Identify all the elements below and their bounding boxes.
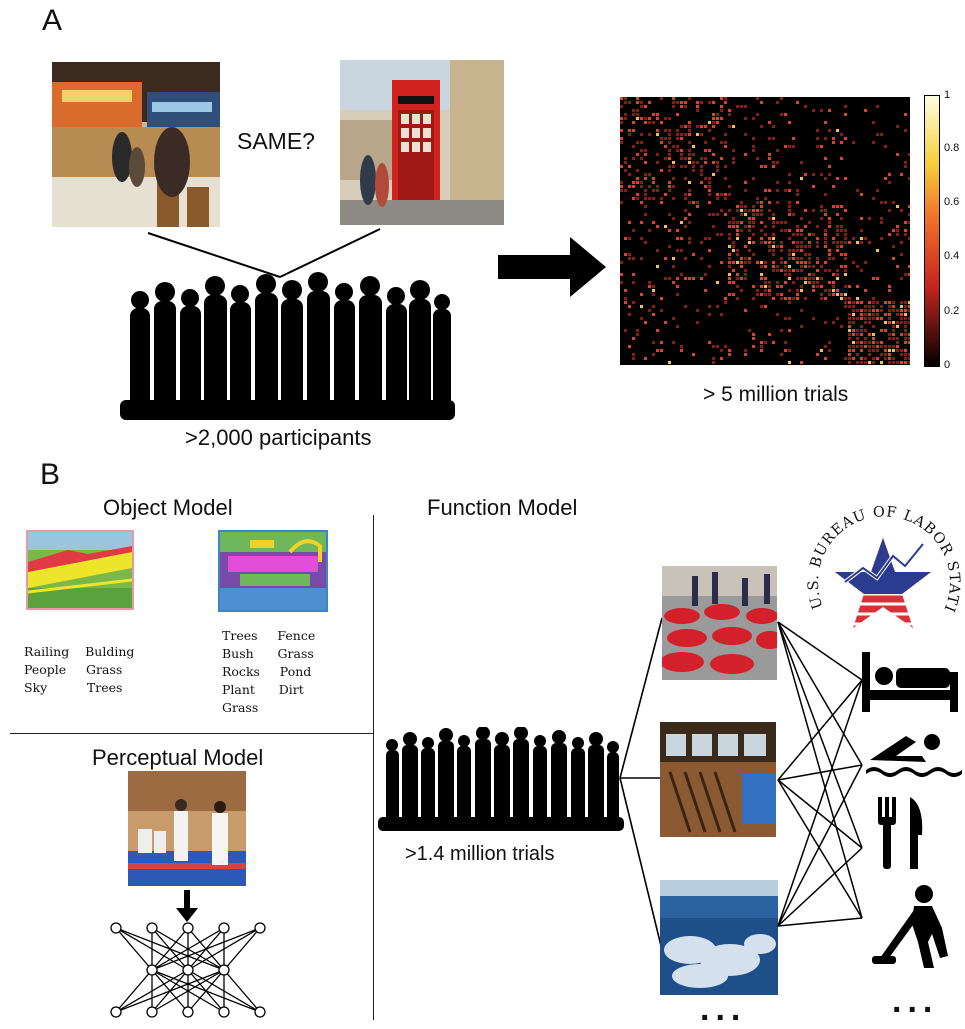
karate-photo [128, 771, 246, 886]
network-node [218, 922, 230, 934]
network-node [146, 922, 158, 934]
network-node [218, 1006, 230, 1018]
network-node [182, 922, 194, 934]
function-trials-label: >1.4 million trials [405, 843, 555, 865]
ocean-photo [660, 880, 778, 995]
connector-lines-a [147, 228, 381, 278]
network-node [110, 922, 122, 934]
colorbar-tick: 1 [944, 89, 951, 101]
perceptual-model-title: Perceptual Model [92, 745, 264, 770]
vertical-divider [373, 515, 374, 1020]
object-words-left: Railing Bulding People Grass Sky Trees [24, 644, 135, 695]
phone-box-photo [340, 60, 504, 225]
food-court-photo [52, 62, 220, 227]
network-node [254, 922, 266, 934]
swimmer-icon [866, 730, 962, 780]
icons-ellipsis: ... [892, 982, 939, 1020]
colorbar-tick: 0.6 [944, 196, 960, 208]
function-model-title: Function Model [427, 495, 578, 520]
object-model-title: Object Model [103, 495, 233, 520]
panel-a-letter: A [42, 4, 63, 37]
segmented-image-right [218, 530, 328, 612]
same-question: SAME? [237, 128, 315, 154]
bls-seal: U.S. BUREAU OF LABOR STATISTICS [803, 494, 963, 654]
vacuum-cleaner-icon [872, 884, 962, 970]
function-connections [777, 621, 863, 927]
neural-network-diagram [100, 918, 280, 1024]
colorbar-tick: 0.8 [944, 142, 960, 154]
heatmap-colorbar [924, 95, 940, 367]
object-words-right: Trees Fence Bush Grass Rocks Pond Plant … [222, 628, 316, 715]
horizontal-divider [10, 733, 373, 734]
crowd-silhouette [120, 272, 455, 422]
colorbar-tick: 0.2 [944, 305, 960, 317]
panel-b-letter: B [40, 458, 61, 491]
colorbar-tick: 0 [944, 359, 951, 371]
colorbar-tick: 0.4 [944, 250, 960, 262]
network-node [146, 1006, 158, 1018]
right-arrow-icon [498, 237, 606, 297]
crowd-silhouette [378, 727, 624, 833]
parking-lot-photo [662, 566, 777, 680]
similarity-heatmap [620, 97, 910, 365]
segmented-image-left [26, 530, 134, 610]
down-arrow-icon [176, 890, 198, 922]
bed-icon [862, 652, 958, 712]
network-node [146, 964, 158, 976]
participants-label: >2,000 participants [185, 425, 372, 450]
network-node [182, 964, 194, 976]
network-node [182, 1006, 194, 1018]
network-node [218, 964, 230, 976]
network-node [110, 1006, 122, 1018]
fork-knife-icon [876, 797, 928, 871]
images-ellipsis: ... [700, 990, 747, 1028]
connector-lines-b [619, 617, 663, 951]
trials-label: > 5 million trials [703, 383, 849, 406]
restaurant-photo [660, 722, 776, 837]
network-node [254, 1006, 266, 1018]
